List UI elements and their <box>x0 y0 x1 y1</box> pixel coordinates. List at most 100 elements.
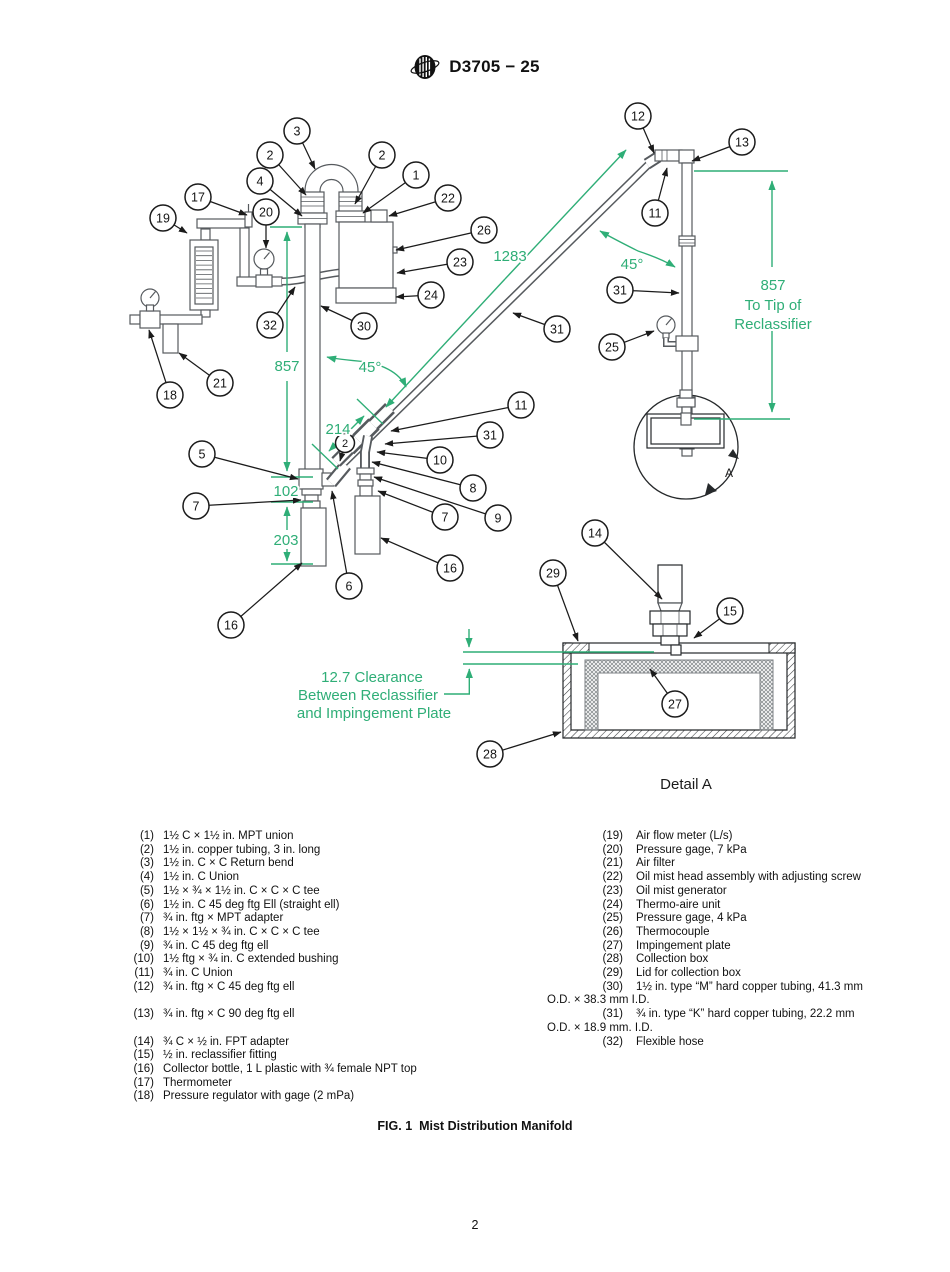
svg-text:30: 30 <box>357 319 371 333</box>
legend-item-number: (10) <box>133 953 154 966</box>
legend-item: (23)Oil mist generator <box>547 885 947 899</box>
dimension-label: and Impingement Plate <box>297 705 451 722</box>
legend-item: (2)1½ in. copper tubing, 3 in. long <box>128 844 538 858</box>
legend-item-text: 1½ × ¾ × 1½ in. C × C × C tee <box>163 884 320 897</box>
legend-item-number: (22) <box>602 871 623 884</box>
legend-item-number: (25) <box>602 912 623 925</box>
legend-item-text: ¾ in. ftg × C 45 deg ftg ell <box>163 980 295 993</box>
legend-item-number: (32) <box>602 1035 623 1048</box>
dimension-label: 203 <box>273 532 298 549</box>
legend-item: (18)Pressure regulator with gage (2 mPa) <box>128 1090 538 1104</box>
legend-item-text: Pressure regulator with gage (2 mPa) <box>163 1090 355 1103</box>
callout-2: 2 <box>256 141 307 196</box>
callout-5: 5 <box>188 440 299 481</box>
callout-1: 1 <box>362 161 430 214</box>
90deg-ell <box>678 149 695 164</box>
legend-item-text: 1½ in. C Union <box>163 871 240 884</box>
svg-text:2: 2 <box>379 148 386 162</box>
legend-item-text: Collection box <box>636 953 709 966</box>
riser-copper-tube <box>681 162 693 457</box>
callout-11: 11 <box>641 167 669 227</box>
legend-item: (3)1½ in. C × C Return bend <box>128 857 538 871</box>
legend-item: (15)½ in. reclassifier fitting <box>128 1049 538 1063</box>
thermometer-well <box>244 211 253 228</box>
svg-text:6: 6 <box>346 579 353 593</box>
copper-tube-coupling-right <box>338 191 363 214</box>
legend-item-text: 1½ in. C × C Return bend <box>163 857 294 870</box>
legend-item: (1)1½ C × 1½ in. MPT union <box>128 830 538 844</box>
legend-item-number: (11) <box>134 967 154 980</box>
legend-item: O.D. × 18.9 mm. I.D. <box>547 1022 947 1036</box>
callout-11: 11 <box>390 391 535 433</box>
callout-2: 2 <box>354 141 396 205</box>
legend-item: (21)Air filter <box>547 857 947 871</box>
legend-item-text: ¾ in. ftg × MPT adapter <box>163 912 284 925</box>
legend-item-number: (26) <box>602 925 623 938</box>
main-copper-tube <box>304 223 321 471</box>
legend-item-number <box>128 994 154 1008</box>
thermo-aire-unit <box>335 287 397 304</box>
svg-text:16: 16 <box>443 561 457 575</box>
legend-item-text: O.D. × 38.3 mm I.D. <box>547 994 650 1007</box>
legend-item-number: (19) <box>602 830 623 842</box>
callout-15: 15 <box>693 597 744 639</box>
legend-item-text: ¾ in. type “K” hard copper tubing, 22.2 … <box>636 1008 855 1021</box>
callout-23: 23 <box>396 248 474 276</box>
svg-text:14: 14 <box>588 526 602 540</box>
svg-text:7: 7 <box>442 510 449 524</box>
callout-8: 8 <box>371 460 487 502</box>
callout-9: 9 <box>373 476 512 532</box>
legend-item-text: 1½ C × 1½ in. MPT union <box>163 830 294 842</box>
svg-text:28: 28 <box>483 747 497 761</box>
legend-item-number: (2) <box>139 843 154 856</box>
svg-text:29: 29 <box>546 566 560 580</box>
legend-item-text: Air filter <box>636 857 675 870</box>
svg-text:2: 2 <box>267 148 274 162</box>
dimension-label: Reclassifier <box>734 316 812 333</box>
legend-item-number: (4) <box>139 871 154 884</box>
legend-item-text: 1½ × 1½ × ¾ in. C × C × C tee <box>163 925 320 938</box>
legend-item-text: O.D. × 18.9 mm. I.D. <box>547 1021 653 1034</box>
c-union-top <box>654 149 683 162</box>
svg-text:5: 5 <box>199 447 206 461</box>
svg-text:7: 7 <box>193 499 200 513</box>
legend-item-number: (29) <box>602 967 623 980</box>
callout-4: 4 <box>246 167 303 217</box>
dimension-label: 45° <box>359 359 382 376</box>
collector-bottle-right <box>354 495 381 555</box>
svg-text:32: 32 <box>263 318 277 332</box>
dimension-label: 45° <box>621 256 644 273</box>
svg-text:19: 19 <box>156 211 170 225</box>
svg-text:31: 31 <box>550 322 564 336</box>
legend-item-number: (24) <box>602 898 623 911</box>
legend-column-right: (19)Air flow meter (L/s)(20)Pressure gag… <box>547 830 947 1049</box>
legend-item: (22)Oil mist head assembly with adjustin… <box>547 871 947 885</box>
svg-text:16: 16 <box>224 618 238 632</box>
callout-17: 17 <box>184 183 248 216</box>
figure-caption: FIG. 1 Mist Distribution Manifold <box>377 1119 573 1133</box>
svg-text:17: 17 <box>191 190 205 204</box>
legend-item: (16)Collector bottle, 1 L plastic with ¾… <box>128 1063 538 1077</box>
dimension-label: 214 <box>325 421 350 438</box>
legend-item: (4) 1½ in. C Union <box>128 871 538 885</box>
legend-item: (29)Lid for collection box <box>547 967 947 981</box>
legend-item: (14)¾ C × ½ in. FPT adapter <box>128 1036 538 1050</box>
legend-spacer <box>128 1022 538 1036</box>
callout-26: 26 <box>395 216 498 252</box>
reclassifier-fitting <box>652 623 688 637</box>
callout-7: 7 <box>377 490 459 531</box>
legend-item: (13)¾ in. ftg × C 90 deg ftg ell <box>128 1008 538 1022</box>
oil-mist-generator <box>338 221 394 289</box>
callout-32: 32 <box>256 286 296 339</box>
svg-text:20: 20 <box>259 205 273 219</box>
oil-mist-generator-assembly <box>297 163 398 471</box>
callout-18: 18 <box>148 329 184 409</box>
dimension-label: Between Reclassifier <box>298 687 438 704</box>
legend-item-number: (23) <box>602 884 623 897</box>
legend-item: (32)Flexible hose <box>547 1036 947 1050</box>
callout-31: 31 <box>512 312 571 343</box>
legend-item: (11)¾ in. C Union <box>128 967 538 981</box>
legend-item-text: 1½ in. type “M” hard copper tubing, 41.3… <box>636 980 863 993</box>
